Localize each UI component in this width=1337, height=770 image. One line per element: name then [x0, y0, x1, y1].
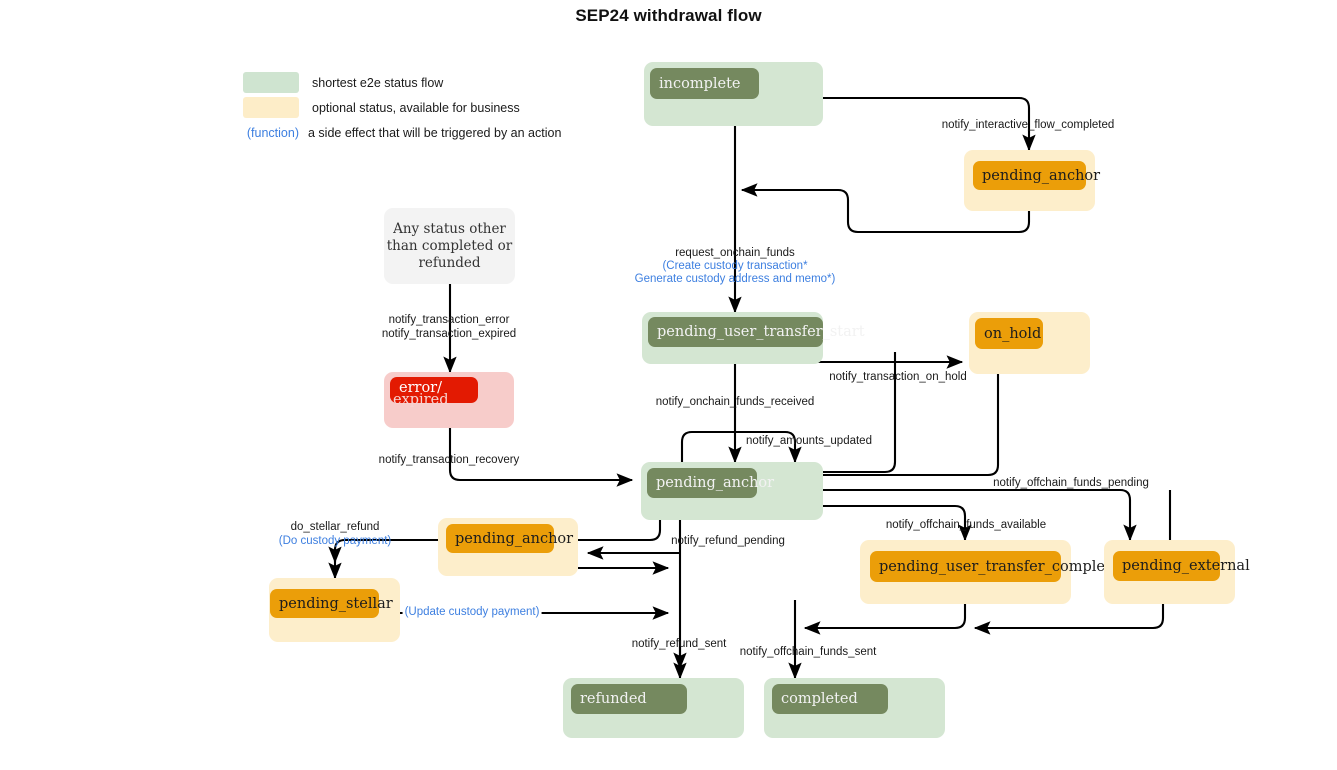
node-pending-user-transfer-start-label-box: pending_user_transfer_start — [648, 317, 865, 347]
node-pending-anchor-center-label-box: pending_anchor — [647, 468, 774, 498]
edge-label-request-onchain-funds: request_onchain_funds — [675, 247, 795, 259]
node-any-status[interactable]: Any status other than completed or refun… — [384, 208, 515, 284]
node-incomplete-label-box: incomplete — [650, 68, 759, 99]
edge-label-notify-refund-sent: notify_refund_sent — [631, 638, 727, 650]
legend-swatch-green — [243, 72, 299, 93]
legend-row-function: (function) a side effect that will be tr… — [243, 120, 562, 145]
node-pending-user-transfer-start-label: pending_user_transfer_start — [657, 324, 865, 340]
edge-label-notify-transaction-error: notify_transaction_error — [388, 314, 510, 326]
node-refunded-label: refunded — [580, 691, 647, 707]
edge-label-notify-offchain-funds-sent: notify_offchain_funds_sent — [739, 646, 877, 658]
node-refunded[interactable]: refunded — [563, 678, 744, 738]
node-pending-anchor-center[interactable]: pending_anchor — [641, 462, 823, 520]
function-text-create-custody-transaction: (Create custody transaction* — [662, 260, 808, 272]
node-error-expired[interactable]: error/ expired — [384, 372, 514, 428]
node-pending-anchor-refund-label: pending_anchor — [455, 530, 574, 547]
function-text-do-custody-payment: (Do custody payment) — [278, 535, 392, 547]
node-pending-external-label-box: pending_external — [1113, 551, 1250, 581]
node-on-hold-label: on_hold — [984, 325, 1042, 342]
page-title: SEP24 withdrawal flow — [575, 6, 762, 25]
edge-label-notify-refund-pending: notify_refund_pending — [671, 535, 785, 547]
node-pending-external-label: pending_external — [1122, 558, 1250, 574]
edge-label-notify-interactive-flow-completed: notify_interactive_flow_completed — [941, 119, 1115, 131]
node-pending-stellar-label: pending_stellar — [279, 595, 393, 612]
edge-label-request-onchain-funds-fn1: (Create custody transaction* — [662, 260, 807, 274]
legend-row-shortest: shortest e2e status flow — [243, 70, 561, 95]
node-completed-label-box: completed — [772, 684, 888, 714]
node-pending-user-transfer-start[interactable]: pending_user_transfer_start — [642, 312, 865, 364]
node-any-status-label: Any status other than completed or refun… — [386, 220, 513, 271]
node-error-expired-label-box: error/ — [390, 377, 478, 403]
node-error-expired-label-second: expired — [393, 392, 449, 408]
node-completed-label: completed — [781, 691, 858, 707]
node-pending-user-transfer-complete-label: pending_user_transfer_complete — [879, 558, 1120, 575]
edge-label-notify-transaction-on-hold: notify_transaction_on_hold — [829, 371, 967, 383]
node-error-expired-label: error/ — [399, 380, 442, 396]
node-pending-stellar[interactable]: pending_stellar — [269, 578, 400, 642]
node-pending-user-transfer-complete[interactable]: pending_user_transfer_complete — [860, 540, 1119, 604]
edge-label-notify-amounts-updated: notify_amounts_updated — [746, 435, 872, 447]
function-text-generate-custody-address: Generate custody address and memo*) — [634, 273, 836, 285]
legend-label-shortest: shortest e2e status flow — [312, 75, 444, 90]
node-on-hold[interactable]: on_hold — [969, 312, 1090, 374]
legend-label-optional: optional status, available for business — [312, 100, 520, 115]
node-incomplete[interactable]: incomplete — [644, 62, 823, 126]
edge-label-request-onchain-funds-fn2: Generate custody address and memo*) — [635, 273, 836, 287]
legend: shortest e2e status flow optional status… — [243, 70, 561, 145]
edge-label-notify-transaction-recovery: notify_transaction_recovery — [378, 454, 520, 466]
node-incomplete-label: incomplete — [659, 75, 741, 92]
node-pending-user-transfer-complete-label-box: pending_user_transfer_complete — [870, 551, 1119, 582]
edge-label-notify-transaction-expired: notify_transaction_expired — [381, 328, 517, 340]
legend-function-marker: (function) — [243, 126, 299, 140]
node-pending-anchor-refund-label-box: pending_anchor — [446, 524, 573, 553]
legend-row-optional: optional status, available for business — [243, 95, 561, 120]
legend-swatch-cream — [243, 97, 299, 118]
edge-label-update-custody-payment-fn: (Update custody payment) — [402, 606, 542, 620]
node-pending-stellar-label-box: pending_stellar — [270, 589, 393, 618]
node-refunded-label-box: refunded — [571, 684, 687, 714]
node-on-hold-label-box: on_hold — [975, 318, 1043, 349]
edge-label-notify-offchain-funds-available: notify_offchain_funds_available — [885, 519, 1047, 531]
edge-label-notify-onchain-funds-received: notify_onchain_funds_received — [655, 396, 815, 408]
edge-label-do-stellar-refund: do_stellar_refund — [290, 521, 380, 533]
legend-function-text: (function) — [246, 125, 299, 140]
edge-label-do-stellar-refund-fn: (Do custody payment) — [279, 535, 392, 549]
function-text-update-custody-payment: (Update custody payment) — [404, 606, 540, 618]
node-pending-anchor-top-label: pending_anchor — [982, 167, 1101, 184]
edge-label-notify-offchain-funds-pending: notify_offchain_funds_pending — [993, 477, 1149, 489]
node-pending-anchor-refund[interactable]: pending_anchor — [438, 518, 578, 576]
node-pending-anchor-top-label-box: pending_anchor — [973, 161, 1100, 190]
node-pending-anchor-top[interactable]: pending_anchor — [964, 150, 1100, 211]
node-pending-external[interactable]: pending_external — [1104, 540, 1250, 604]
node-pending-anchor-center-label: pending_anchor — [656, 475, 775, 491]
node-completed[interactable]: completed — [764, 678, 945, 738]
legend-label-function: a side effect that will be triggered by … — [308, 125, 562, 140]
